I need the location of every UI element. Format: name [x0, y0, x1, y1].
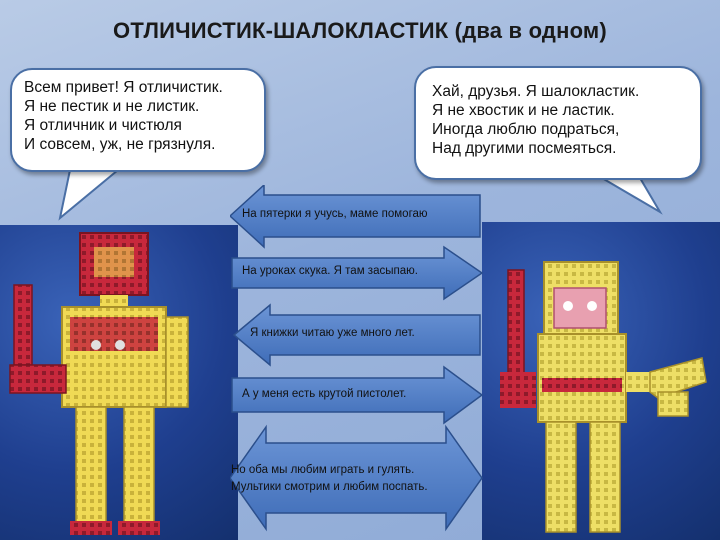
arrow-text-5-line2: Мультики смотрим и любим поспать.	[231, 481, 428, 493]
arrow-text-2: На уроках скука. Я там засыпаю.	[242, 265, 418, 277]
bubble-left-tail	[58, 169, 121, 221]
speech-bubble-left: Всем привет! Я отличистик. Я не пестик и…	[10, 68, 266, 172]
arrow-text-3: Я книжки читаю уже много лет.	[250, 327, 415, 339]
arrow-right-2	[231, 245, 484, 301]
bubble-left-line: Я отличник и чистюля	[24, 117, 182, 134]
arrow-text-5-line1: Но оба мы любим играть и гулять.	[231, 464, 415, 476]
bubble-left-line: И совсем, уж, не грязнуля.	[24, 136, 216, 153]
arrow-text-1: На пятерки я учусь, маме помогаю	[242, 208, 428, 220]
bubble-right-tail	[598, 177, 663, 215]
arrow-text-4: А у меня есть крутой пистолет.	[242, 388, 407, 400]
slide-title: ОТЛИЧИСТИК-ШАЛОКЛАСТИК (два в одном)	[0, 18, 720, 44]
bubble-left-line: Всем привет! Я отличистик.	[24, 79, 223, 96]
robot-photo-left	[0, 225, 238, 540]
bubble-left-line: Я не пестик и не листик.	[24, 98, 200, 115]
speech-bubble-right: Хай, друзья. Я шалокластик. Я не хвостик…	[414, 66, 702, 180]
robot-photo-right	[482, 222, 720, 540]
bubble-right-line: Я не хвостик и не ластик.	[432, 102, 615, 119]
arrow-left-1	[230, 185, 481, 249]
bubble-right-line: Иногда люблю подраться,	[432, 121, 620, 138]
robot-right-illustration	[500, 261, 707, 533]
arrow-left-3	[232, 303, 481, 367]
bubble-right-line: Хай, друзья. Я шалокластик.	[432, 83, 640, 100]
title-main: ОТЛИЧИСТИК-ШАЛОКЛАСТИК	[113, 18, 449, 43]
bubble-right-line: Над другими посмеяться.	[432, 140, 617, 157]
arrows-layer	[230, 185, 484, 532]
arrow-both-5	[230, 424, 483, 532]
title-sub: (два в одном)	[454, 18, 607, 43]
arrow-right-4	[231, 365, 484, 425]
arrow-text-5: Но оба мы любим играть и гулять. Мультик…	[231, 462, 428, 496]
robot-left-illustration	[9, 232, 189, 535]
